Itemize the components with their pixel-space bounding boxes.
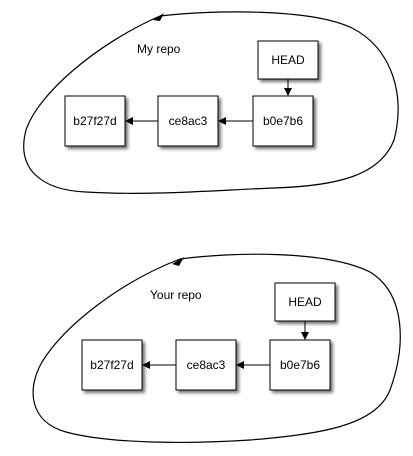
repo-label-yours: Your repo (150, 288, 202, 302)
repo-boundary-arrowhead-yours (172, 257, 184, 266)
commit-box-mine-1 (64, 95, 126, 147)
commit-box-mine-3 (252, 95, 314, 147)
repo-boundary-yours (32, 253, 401, 443)
commit-box-yours-1 (81, 339, 143, 391)
repo-label-mine: My repo (137, 42, 181, 56)
repo-group-mine: My repo HEAD b27f27d ce8ac3 b0e7b6 (23, 11, 399, 194)
commit-label-yours-2: ce8ac3 (187, 358, 226, 372)
commit-label-yours-3: b0e7b6 (280, 358, 320, 372)
commit-box-mine-2 (157, 95, 219, 147)
repo-group-yours: Your repo HEAD b27f27d ce8ac3 b0e7b6 (32, 253, 401, 443)
head-label-yours: HEAD (288, 295, 322, 309)
commit-label-mine-3: b0e7b6 (263, 114, 303, 128)
commit-label-yours-1: b27f27d (90, 358, 133, 372)
commit-label-mine-1: b27f27d (73, 114, 116, 128)
repo-boundary-arrowhead-mine (153, 13, 164, 21)
head-box-yours (274, 282, 336, 322)
repo-boundary-mine (23, 11, 399, 194)
commit-box-yours-2 (175, 339, 237, 391)
head-label-mine: HEAD (271, 53, 305, 67)
commit-label-mine-2: ce8ac3 (169, 114, 208, 128)
commit-box-yours-3 (269, 339, 331, 391)
